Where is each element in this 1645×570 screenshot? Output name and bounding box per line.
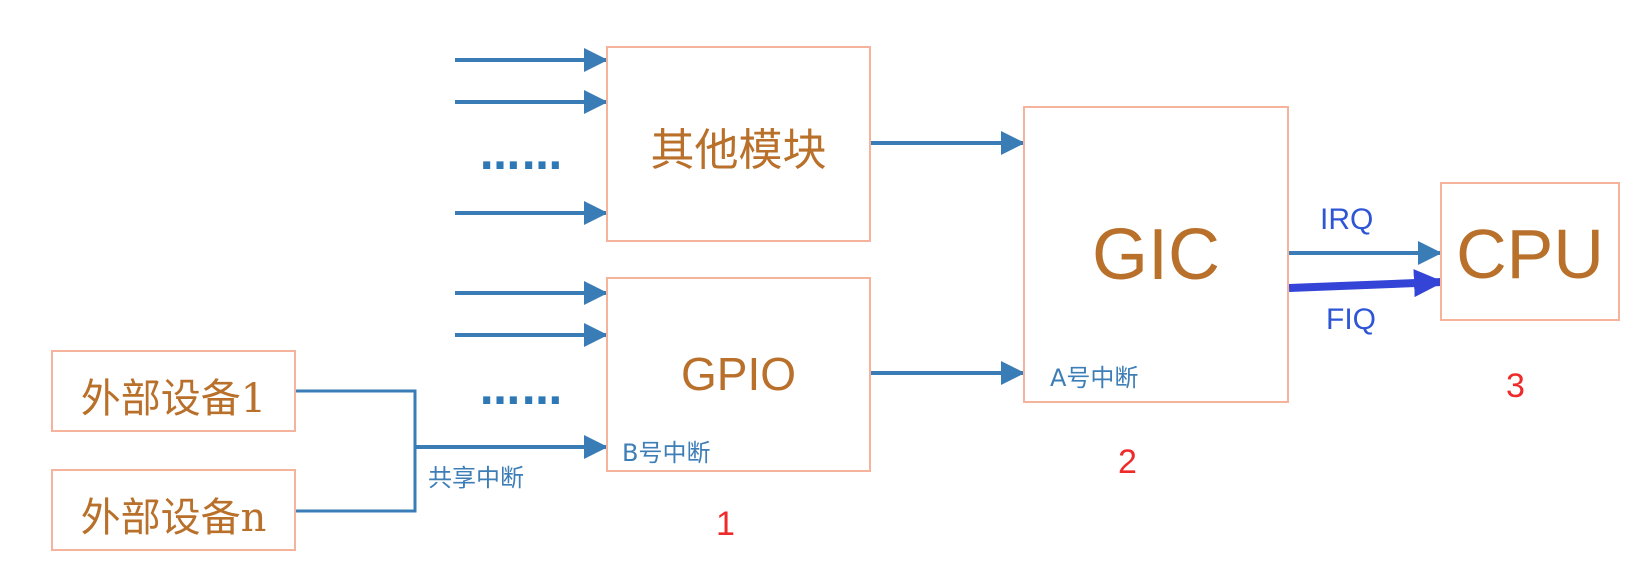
shared-wire-device-n bbox=[296, 447, 417, 513]
a-interrupt-label: A号中断 bbox=[1050, 364, 1139, 392]
external-device-1-box: 外部设备1 bbox=[51, 350, 296, 432]
fiq-label: FIQ bbox=[1326, 303, 1376, 336]
gic-label: GIC bbox=[1091, 215, 1220, 295]
other-modules-label: 其他模块 bbox=[650, 125, 827, 176]
number-2-label: 2 bbox=[1118, 443, 1137, 481]
b-interrupt-label: B号中断 bbox=[622, 439, 711, 467]
cpu-box: CPU bbox=[1440, 182, 1620, 321]
gic-box: GIC bbox=[1023, 106, 1289, 403]
ellipsis-gpio-inputs: …… bbox=[480, 368, 564, 414]
number-1-label: 1 bbox=[716, 505, 735, 543]
gpio-box: GPIO bbox=[606, 277, 871, 472]
fiq-arrow bbox=[1288, 269, 1444, 298]
external-device-1-label: 外部设备1 bbox=[80, 376, 267, 422]
cpu-label: CPU bbox=[1456, 215, 1604, 293]
number-3-label: 3 bbox=[1506, 367, 1525, 405]
irq-label: IRQ bbox=[1320, 203, 1374, 236]
other-modules-box: 其他模块 bbox=[606, 46, 871, 242]
external-device-n-box: 外部设备n bbox=[51, 469, 296, 551]
gpio-label: GPIO bbox=[680, 348, 797, 400]
ellipsis-other-inputs: …… bbox=[480, 133, 564, 179]
shared-wire-device-1 bbox=[296, 389, 417, 447]
shared-interrupt-label: 共享中断 bbox=[428, 464, 524, 492]
external-device-n-label: 外部设备n bbox=[80, 495, 267, 541]
